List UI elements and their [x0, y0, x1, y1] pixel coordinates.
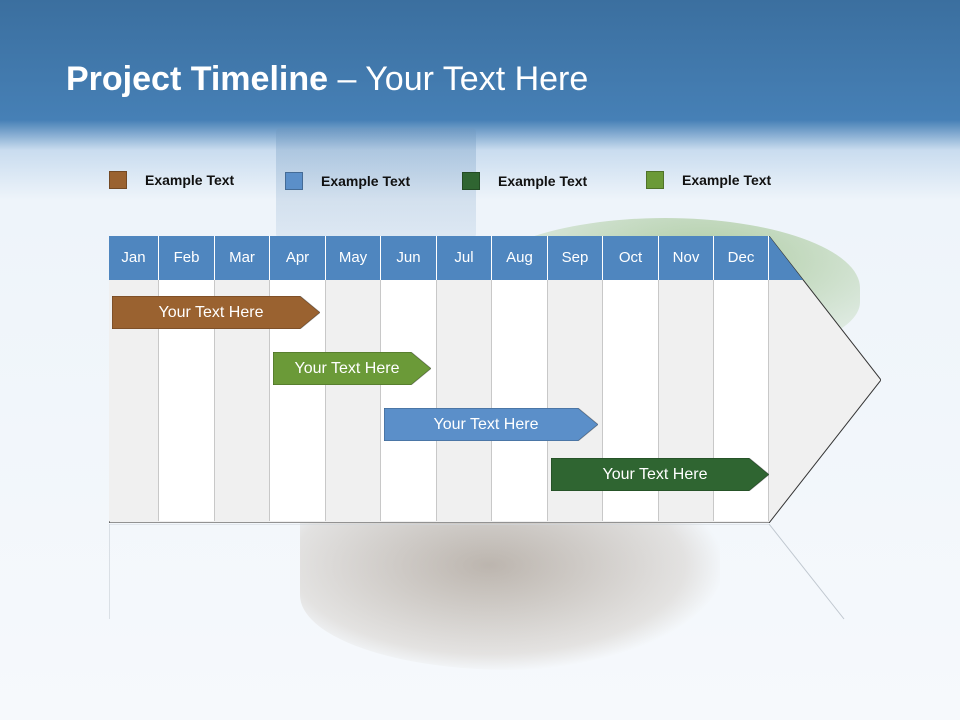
- title-dash: –: [337, 60, 357, 98]
- month-label-jan: Jan: [109, 236, 159, 280]
- slide-title: Project Timeline – Your Text Here: [66, 60, 588, 99]
- legend-swatch-1: [109, 171, 127, 189]
- timeline-bar-label-3: Your Text Here: [433, 416, 539, 433]
- month-label-aug: Aug: [492, 236, 548, 280]
- timeline-bar-label-2: Your Text Here: [294, 360, 400, 377]
- legend-item-1: Example Text: [109, 171, 234, 189]
- month-label-dec: Dec: [714, 236, 769, 280]
- legend-item-4: Example Text: [646, 171, 771, 189]
- month-column-aug: [492, 280, 548, 521]
- legend-item-3: Example Text: [462, 172, 587, 190]
- legend-swatch-3: [462, 172, 480, 190]
- timeline-bar-1: Your Text Here: [112, 296, 320, 329]
- timeline-bar-3: Your Text Here: [384, 408, 598, 441]
- month-label-apr: Apr: [270, 236, 326, 280]
- legend-label-1: Example Text: [145, 172, 235, 188]
- month-label-jun: Jun: [381, 236, 437, 280]
- title-bold: Project Timeline: [66, 60, 329, 98]
- month-label-nov: Nov: [659, 236, 714, 280]
- month-label-sep: Sep: [548, 236, 603, 280]
- month-label-mar: Mar: [215, 236, 270, 280]
- timeline-bar-2: Your Text Here: [273, 352, 431, 385]
- title-rest: Your Text Here: [365, 60, 589, 98]
- month-label-oct: Oct: [603, 236, 659, 280]
- month-label-feb: Feb: [159, 236, 215, 280]
- timeline-bar-label-4: Your Text Here: [602, 466, 708, 483]
- legend-label-2: Example Text: [321, 173, 411, 189]
- timeline-bar-label-1: Your Text Here: [158, 304, 264, 321]
- legend-swatch-2: [285, 172, 303, 190]
- month-column-jul: [437, 280, 492, 521]
- header-background: [0, 0, 960, 200]
- legend-label-3: Example Text: [498, 173, 588, 189]
- legend-label-4: Example Text: [682, 172, 772, 188]
- legend-swatch-4: [646, 171, 664, 189]
- month-label-jul: Jul: [437, 236, 492, 280]
- timeline-bar-4: Your Text Here: [551, 458, 769, 491]
- month-column-may: [326, 280, 381, 521]
- month-column-jun: [381, 280, 437, 521]
- legend-item-2: Example Text: [285, 172, 410, 190]
- month-label-may: May: [326, 236, 381, 280]
- timeline-reflection: [109, 524, 845, 620]
